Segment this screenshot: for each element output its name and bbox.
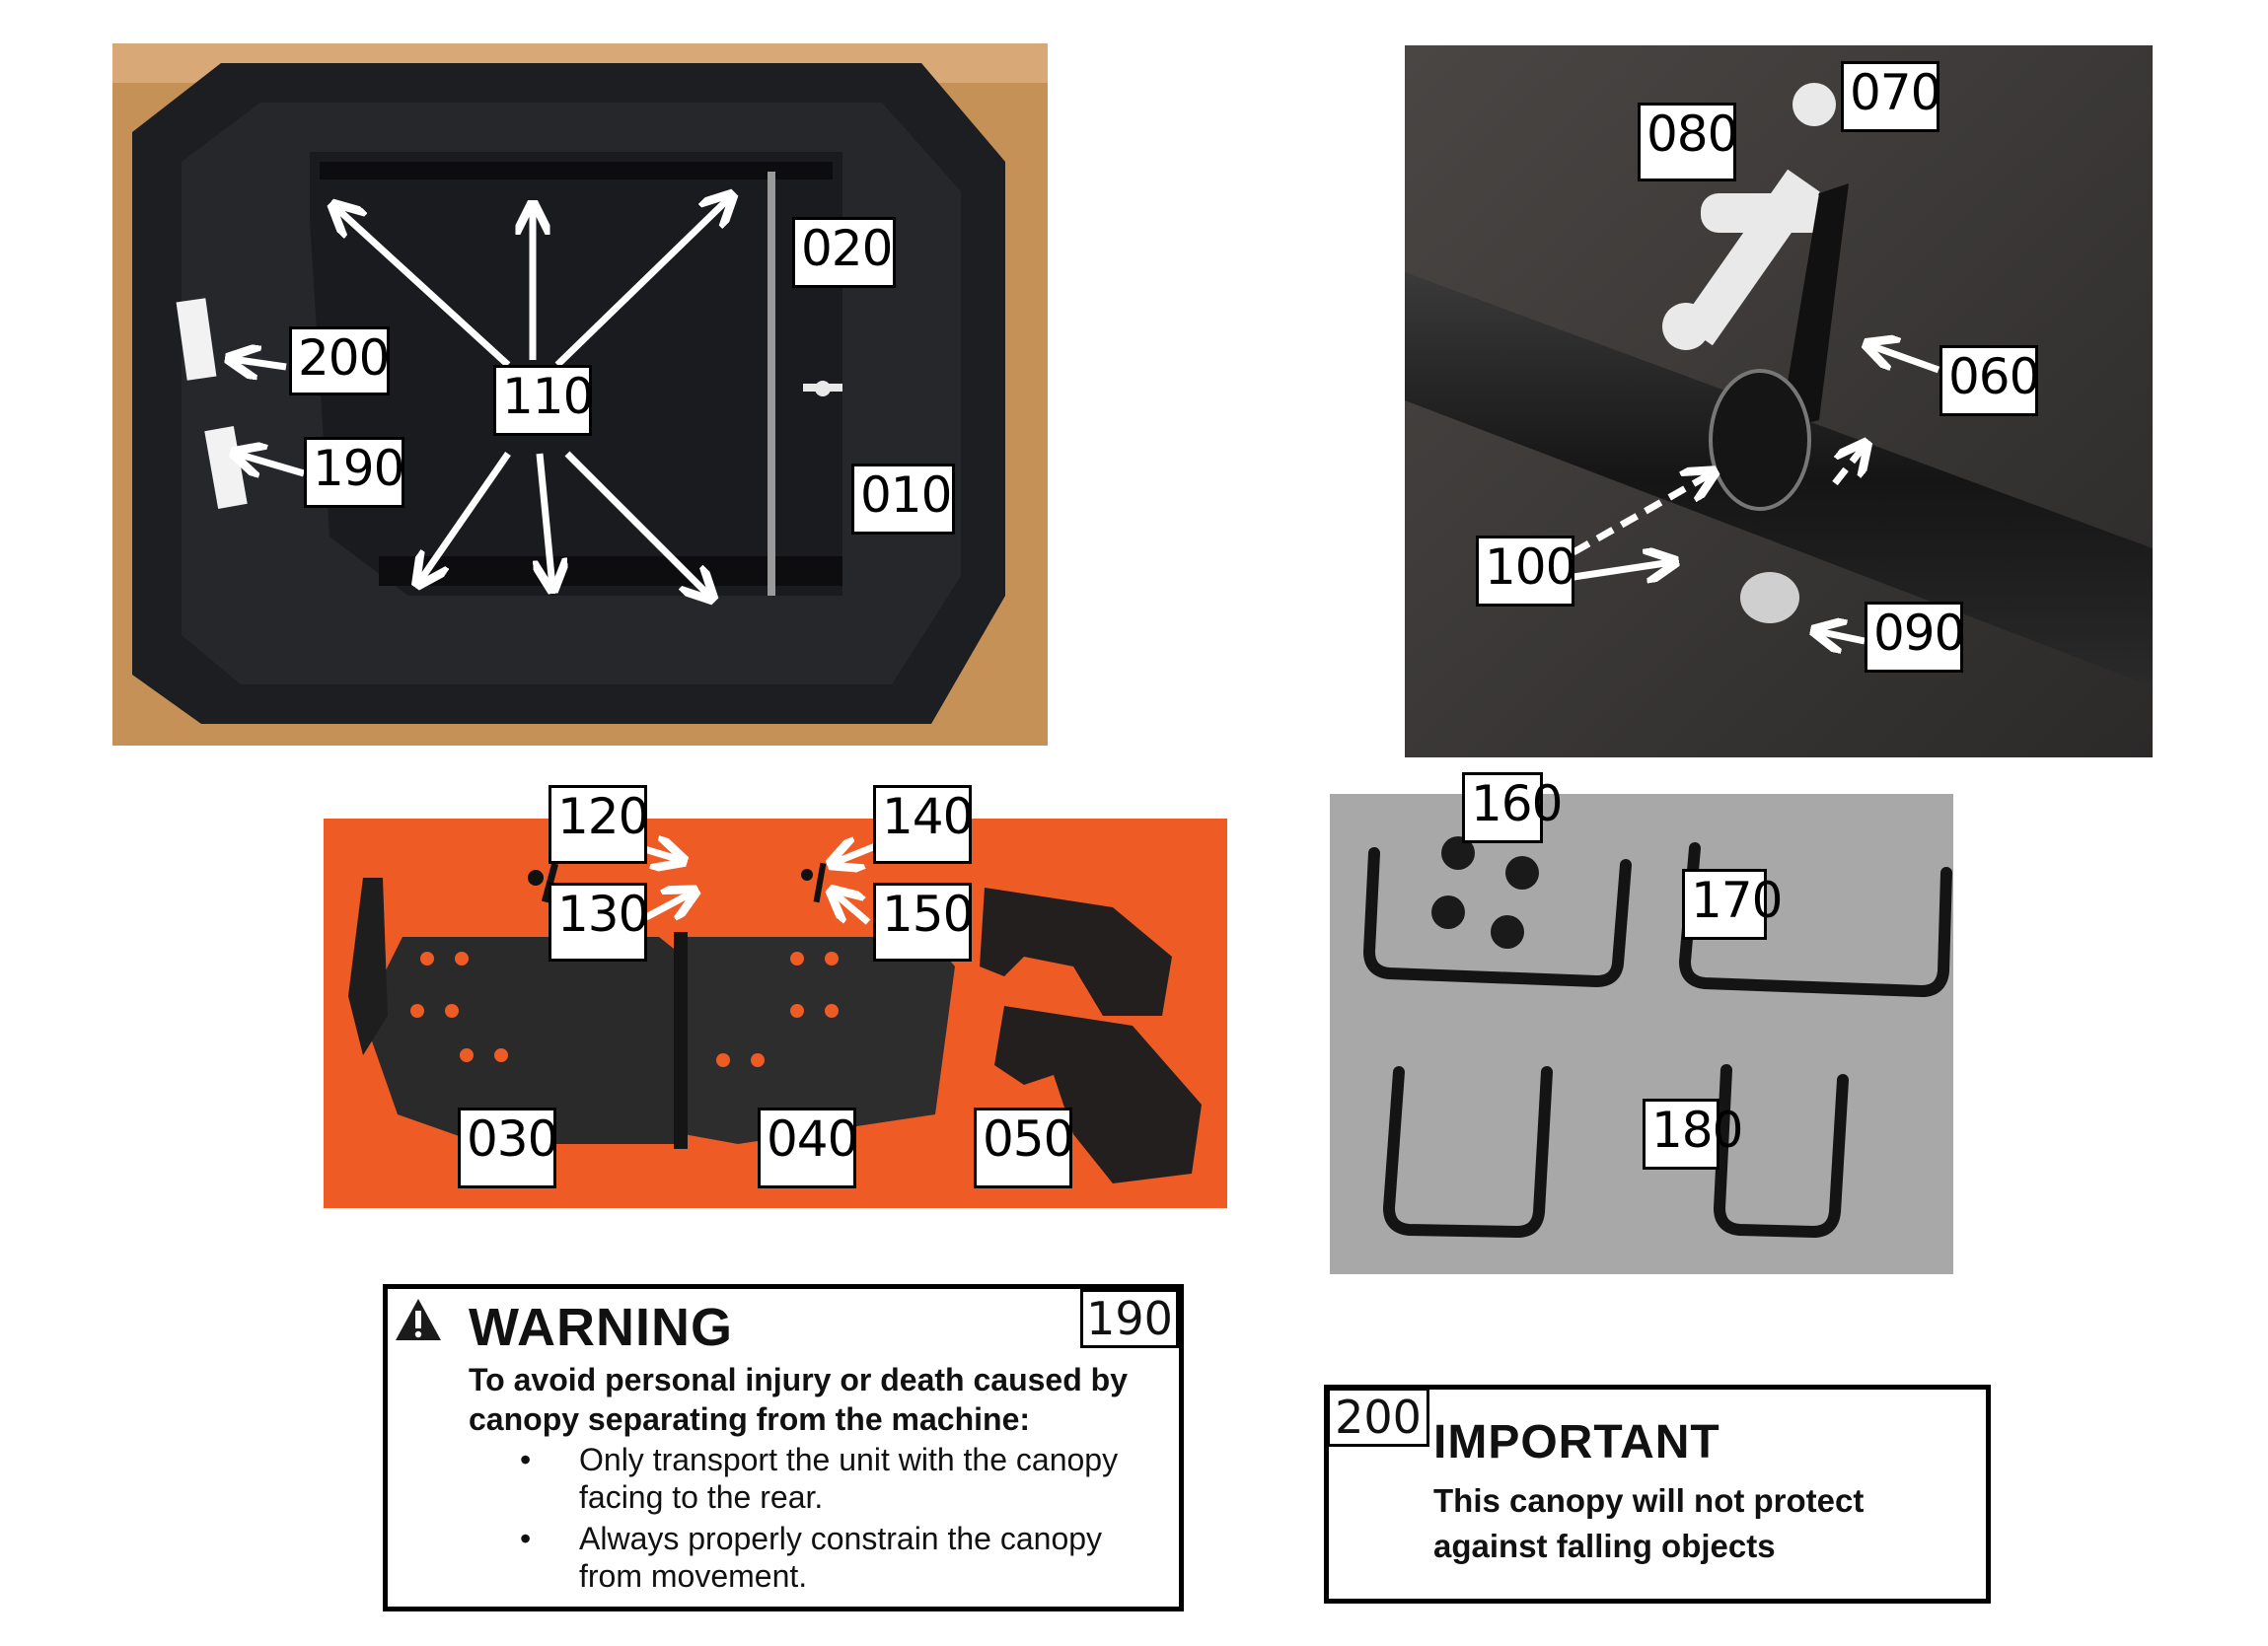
callout-080: 080 bbox=[1638, 103, 1738, 181]
important-text: This canopy will not protect against fal… bbox=[1433, 1482, 1865, 1564]
callout-070: 070 bbox=[1841, 61, 1941, 132]
callout-100: 100 bbox=[1476, 536, 1576, 607]
callout-020: 020 bbox=[792, 217, 896, 288]
callout-190: 190 bbox=[304, 437, 404, 508]
warning-bullet-list: •Only transport the unit with the canopy… bbox=[469, 1441, 1159, 1599]
bracket-photo-panel bbox=[324, 819, 1227, 1208]
callout-200: 200 bbox=[289, 326, 390, 395]
warning-lead-text: To avoid personal injury or death caused… bbox=[469, 1362, 1128, 1437]
warning-decal: WARNING 190 To avoid personal injury or … bbox=[383, 1284, 1184, 1611]
callout-090: 090 bbox=[1865, 602, 1965, 673]
callout-060: 060 bbox=[1939, 345, 2040, 416]
ubolt-photo-panel bbox=[1330, 794, 1953, 1274]
bullet-dot-icon: • bbox=[520, 1521, 532, 1556]
clamp-photo-panel bbox=[1405, 45, 2153, 757]
callout-150: 150 bbox=[873, 883, 974, 962]
callout-110: 110 bbox=[493, 365, 594, 436]
callout-130: 130 bbox=[549, 883, 649, 962]
callout-040: 040 bbox=[758, 1108, 858, 1188]
warning-title: WARNING bbox=[469, 1298, 733, 1357]
important-title: IMPORTANT bbox=[1433, 1416, 1720, 1468]
warning-ref-tag: 190 bbox=[1080, 1289, 1179, 1348]
callout-030: 030 bbox=[458, 1108, 558, 1188]
clamp-photo-illustration bbox=[1405, 45, 2153, 757]
important-decal: 200 IMPORTANT This canopy will not prote… bbox=[1324, 1385, 1991, 1604]
important-ref-tag: 200 bbox=[1327, 1388, 1429, 1447]
callout-170: 170 bbox=[1682, 869, 1783, 940]
ubolt-photo-illustration bbox=[1330, 794, 1953, 1274]
callout-050: 050 bbox=[974, 1108, 1074, 1188]
callout-180: 180 bbox=[1643, 1099, 1743, 1170]
warning-bullet: •Always properly constrain the canopy fr… bbox=[520, 1521, 1103, 1594]
callout-160: 160 bbox=[1462, 772, 1563, 843]
callout-140: 140 bbox=[873, 785, 974, 864]
callout-120: 120 bbox=[549, 785, 649, 864]
bullet-dot-icon: • bbox=[520, 1442, 532, 1477]
callout-010: 010 bbox=[851, 464, 955, 535]
warning-triangle-icon bbox=[396, 1299, 441, 1340]
warning-bullet: •Only transport the unit with the canopy… bbox=[520, 1442, 1119, 1515]
